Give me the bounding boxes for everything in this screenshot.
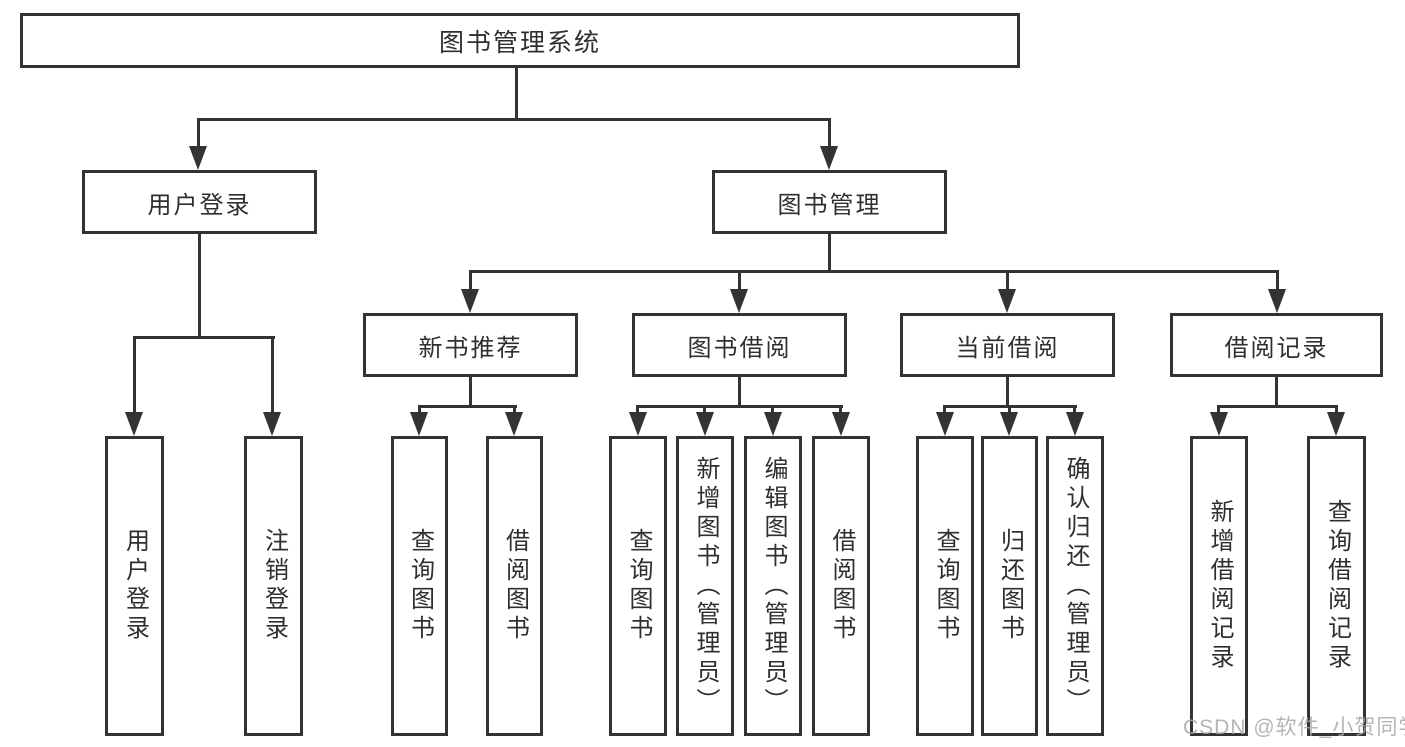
connector-line — [469, 377, 472, 407]
arrow-down-icon — [832, 412, 850, 436]
node-label: 借阅图书 — [501, 528, 529, 644]
leaf-query-books-borrow: 查询图书 — [609, 436, 667, 736]
arrow-down-icon — [1210, 412, 1228, 436]
leaf-query-books-current: 查询图书 — [916, 436, 974, 736]
node-label: 注销登录 — [260, 528, 288, 644]
arrow-down-icon — [936, 412, 954, 436]
node-label: 查询借阅记录 — [1323, 499, 1351, 673]
connector-line — [133, 336, 275, 339]
connector-line — [828, 120, 831, 148]
arrow-down-icon — [1327, 412, 1345, 436]
node-book-management: 图书管理 — [712, 170, 947, 234]
connector-line — [1073, 405, 1076, 414]
leaf-add-book-admin: 新增图书（管理员） — [676, 436, 734, 736]
arrow-down-icon — [263, 412, 281, 436]
connector-line — [636, 405, 843, 408]
connector-line — [839, 405, 842, 414]
arrow-down-icon — [189, 146, 207, 170]
node-label: 用户登录 — [147, 191, 252, 219]
connector-line — [738, 270, 741, 291]
connector-line — [1276, 270, 1279, 291]
arrow-down-icon — [629, 412, 647, 436]
connector-line — [943, 405, 946, 414]
leaf-edit-book-admin: 编辑图书（管理员） — [744, 436, 802, 736]
node-label: 归还图书 — [996, 528, 1024, 644]
connector-line — [469, 270, 1279, 273]
node-current-borrow: 当前借阅 — [900, 313, 1115, 377]
connector-line — [197, 118, 831, 121]
node-label: 编辑图书（管理员） — [760, 455, 787, 717]
node-borrow-records: 借阅记录 — [1170, 313, 1383, 377]
leaf-logout: 注销登录 — [244, 436, 303, 736]
leaf-add-borrow-record: 新增借阅记录 — [1190, 436, 1248, 736]
arrow-down-icon — [1000, 412, 1018, 436]
leaf-borrow-books-recommend: 借阅图书 — [486, 436, 543, 736]
leaf-query-books-recommend: 查询图书 — [391, 436, 448, 736]
connector-line — [636, 405, 639, 414]
arrow-down-icon — [410, 412, 428, 436]
connector-line — [738, 377, 741, 407]
arrow-down-icon — [461, 289, 479, 313]
connector-line — [513, 405, 516, 414]
watermark: CSDN @软件_小贺同学 — [1183, 716, 1405, 739]
connector-line — [703, 405, 706, 414]
connector-line — [1217, 405, 1338, 408]
node-label: 确认归还（管理员） — [1062, 455, 1089, 717]
connector-line — [828, 234, 831, 272]
leaf-return-books: 归还图书 — [981, 436, 1038, 736]
leaf-borrow-books: 借阅图书 — [812, 436, 870, 736]
node-new-book-recommend: 新书推荐 — [363, 313, 578, 377]
connector-line — [133, 336, 136, 414]
connector-line — [418, 405, 517, 408]
node-label: 用户登录 — [121, 528, 149, 644]
connector-line — [469, 270, 472, 291]
connector-line — [771, 405, 774, 414]
connector-line — [1217, 405, 1220, 414]
node-label: 查询图书 — [406, 528, 434, 644]
node-library-system: 图书管理系统 — [20, 13, 1020, 68]
arrow-down-icon — [820, 146, 838, 170]
node-label: 图书管理系统 — [438, 28, 601, 57]
arrow-down-icon — [1066, 412, 1084, 436]
node-label: 当前借阅 — [955, 334, 1060, 362]
leaf-user-login: 用户登录 — [105, 436, 164, 736]
node-label: 图书借阅 — [687, 334, 792, 362]
arrow-down-icon — [998, 289, 1016, 313]
node-label: 查询图书 — [932, 528, 959, 644]
leaf-query-borrow-record: 查询借阅记录 — [1307, 436, 1366, 736]
connector-line — [418, 405, 421, 414]
arrow-down-icon — [1268, 289, 1286, 313]
connector-line — [198, 234, 201, 338]
connector-line — [515, 68, 518, 120]
connector-line — [1006, 270, 1009, 291]
node-label: 新增图书（管理员） — [692, 455, 719, 717]
arrow-down-icon — [696, 412, 714, 436]
node-label: 查询图书 — [625, 528, 652, 644]
connector-line — [1008, 405, 1011, 414]
node-label: 新增借阅记录 — [1206, 499, 1233, 673]
connector-line — [1335, 405, 1338, 414]
connector-line — [1275, 377, 1278, 407]
node-label: 新书推荐 — [418, 334, 523, 362]
arrow-down-icon — [505, 412, 523, 436]
node-label: 图书管理 — [777, 191, 882, 219]
leaf-confirm-return-admin: 确认归还（管理员） — [1046, 436, 1104, 736]
connector-line — [197, 120, 200, 148]
node-book-borrow: 图书借阅 — [632, 313, 847, 377]
connector-line — [271, 336, 274, 414]
node-user-login: 用户登录 — [82, 170, 317, 234]
node-label: 借阅图书 — [828, 528, 855, 644]
arrow-down-icon — [730, 289, 748, 313]
arrow-down-icon — [125, 412, 143, 436]
connector-line — [1006, 377, 1009, 407]
node-label: 借阅记录 — [1224, 334, 1329, 362]
arrow-down-icon — [764, 412, 782, 436]
